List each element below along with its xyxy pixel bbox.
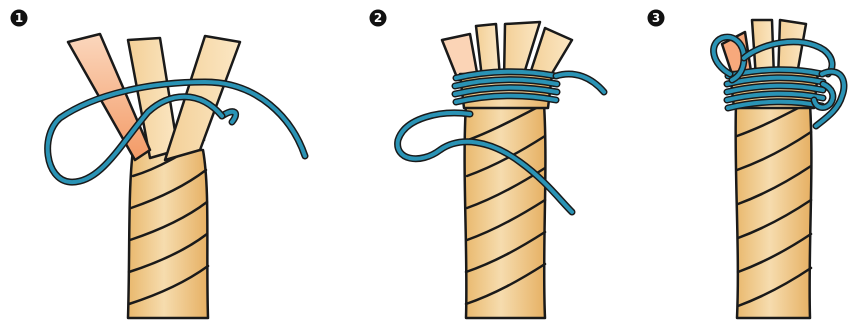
- step-2-badge: 2: [370, 10, 387, 27]
- step-3-number: 3: [652, 11, 660, 25]
- step-2-number: 2: [374, 11, 382, 25]
- step-3-badge: 3: [648, 10, 665, 27]
- step-3-panel: 3: [648, 10, 844, 319]
- step-2-panel: 2: [370, 10, 605, 319]
- step-1-badge: 1: [11, 10, 28, 27]
- step-1-rope-body: [128, 150, 208, 318]
- step-1-number: 1: [15, 11, 23, 25]
- step-3-rope-body: [736, 104, 812, 318]
- step-1-panel: 1: [11, 10, 306, 319]
